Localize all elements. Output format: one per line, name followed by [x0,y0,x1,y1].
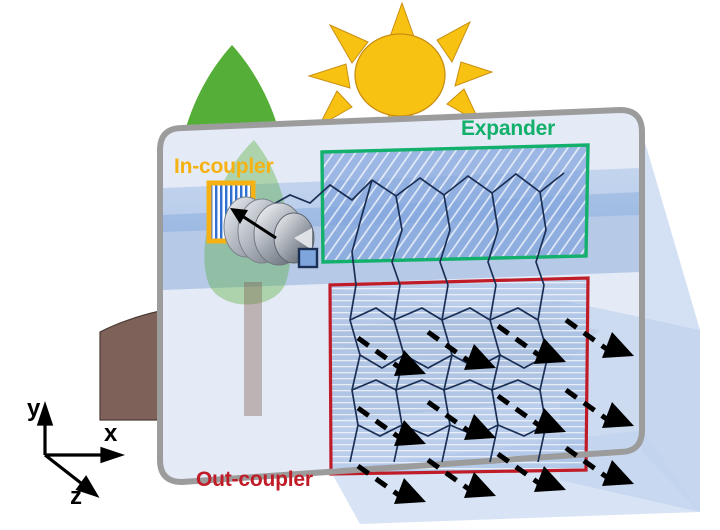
coordinate-axes [36,400,126,498]
axis-label-x: x [104,420,118,447]
waveguide-frame [157,107,645,485]
expander-region [320,143,590,264]
label-in-coupler: In-coupler [174,155,274,178]
axis-label-y: y [27,395,41,422]
eye-lens-assembly [223,196,319,269]
exit-pupil-marker [297,247,319,269]
out-coupled-arrows [356,317,634,504]
label-expander: Expander [461,117,556,140]
axis-label-z: z [70,483,82,510]
out-coupler-region [328,276,590,476]
label-out-coupler: Out-coupler [196,468,313,491]
